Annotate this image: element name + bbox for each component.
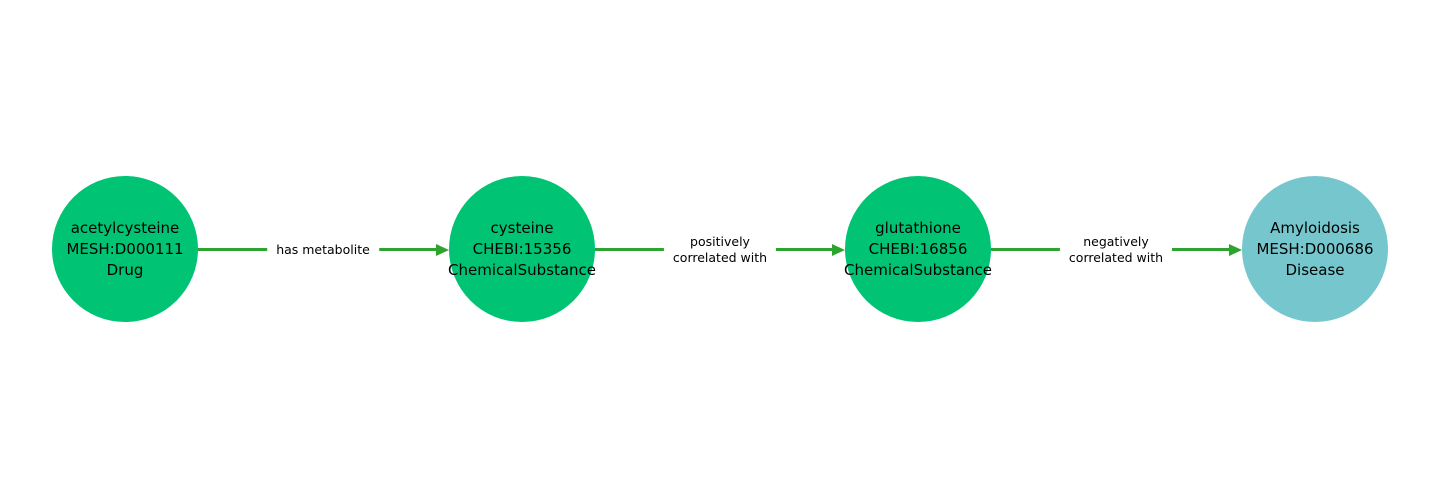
node-name: Amyloidosis: [1270, 218, 1360, 237]
graph-node-glutathione: glutathione CHEBI:16856 ChemicalSubstanc…: [844, 176, 993, 322]
edge-label-negatively-correlated: negatively correlated with: [1059, 233, 1173, 267]
graph-node-amyloidosis: Amyloidosis MESH:D000686 Disease: [1242, 176, 1388, 322]
edge-label-line: correlated with: [672, 250, 768, 265]
graph-node-acetylcysteine: acetylcysteine MESH:D000111 Drug: [52, 176, 198, 322]
edge-label-line: negatively: [1083, 234, 1149, 249]
node-curie: CHEBI:16856: [868, 239, 968, 258]
node-category: ChemicalSubstance: [844, 260, 993, 279]
arrowhead-icon: [436, 244, 449, 256]
node-curie: MESH:D000686: [1256, 239, 1374, 258]
node-category: Drug: [106, 260, 144, 279]
node-name: cysteine: [490, 218, 554, 237]
edge-label-positively-correlated: positively correlated with: [663, 233, 777, 267]
arrowhead-icon: [1229, 244, 1242, 256]
edge-label-line: has metabolite: [276, 242, 370, 257]
edge-label-has-metabolite: has metabolite: [267, 241, 379, 259]
edge-label-line: correlated with: [1068, 250, 1164, 265]
node-name: acetylcysteine: [70, 218, 180, 237]
edge-label-line: positively: [690, 234, 750, 249]
node-name: glutathione: [875, 218, 961, 237]
node-curie: CHEBI:15356: [472, 239, 572, 258]
node-category: ChemicalSubstance: [448, 260, 597, 279]
arrowhead-icon: [832, 244, 845, 256]
graph-node-cysteine: cysteine CHEBI:15356 ChemicalSubstance: [448, 176, 597, 322]
node-category: Disease: [1285, 260, 1345, 279]
node-curie: MESH:D000111: [66, 239, 184, 258]
